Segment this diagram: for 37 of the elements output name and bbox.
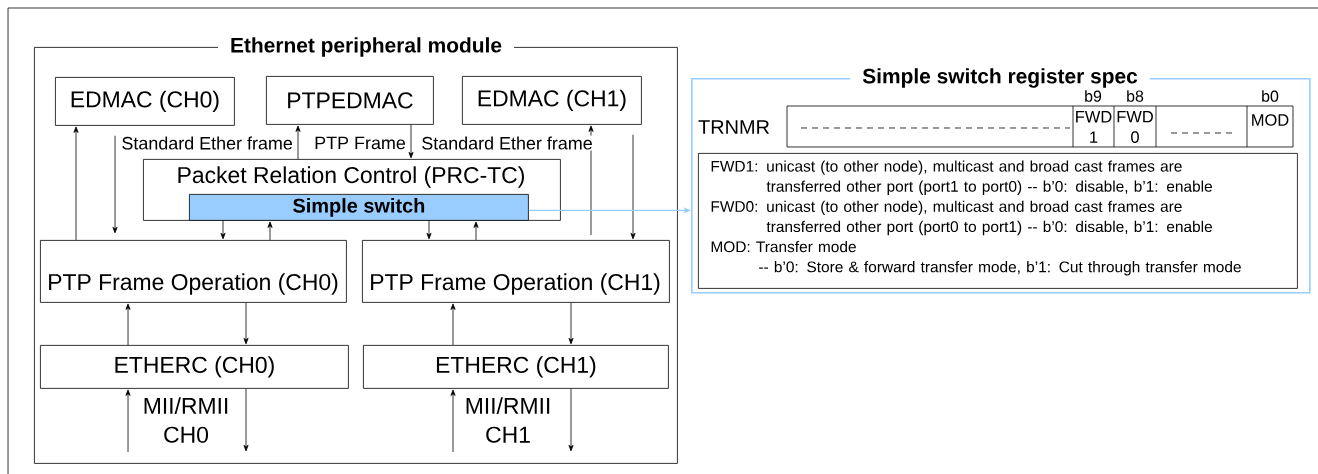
arrow (568, 302, 574, 345)
block-box: EDMAC (CH1) (462, 76, 642, 125)
block-box: PTP Frame Operation (CH0) (40, 240, 347, 303)
arrow (73, 126, 79, 241)
arrow (295, 125, 301, 160)
arrow (112, 135, 118, 234)
block-box: PTPEDMAC (266, 76, 434, 125)
block-box: ETHERC (CH1) (363, 345, 669, 389)
edge-label: PTP Frame (315, 136, 406, 150)
edge-label: Standard Ether frame (122, 136, 293, 150)
bit-label: b8 (1127, 90, 1144, 102)
edge-label: MII/RMII CH0 (144, 397, 228, 443)
block-box: ETHERC (CH0) (40, 345, 349, 389)
arrow (450, 389, 456, 453)
arrow (125, 389, 131, 453)
description-box: FWD1: unicast (to other node), multicast and broad cast frames are transferred other port (port1 to port0) -- b’0: disable, b’1: enable FWD0: unicast (to other node), multicast and broad cast frames are transferred other port (port0 to port1) -- b’0: disable, b’1: enable MOD: Transfer mode -- b’0: Store & forward transfer mode, b’1: Cut through transfer mode (698, 153, 1298, 289)
arrow (568, 388, 574, 452)
arrow (220, 220, 226, 240)
block-box: PTP Frame Operation (CH1) (362, 240, 670, 303)
arrow (450, 303, 456, 346)
arrow (408, 124, 414, 159)
arrow (473, 221, 479, 241)
register-cell-text: MOD (1252, 114, 1289, 126)
register-label: TRNMR (698, 120, 770, 134)
edge-label: MII/RMII CH1 (466, 397, 550, 443)
arrow (426, 220, 432, 240)
arrow (125, 303, 131, 346)
arrow (243, 302, 249, 345)
bit-label: b0 (1262, 90, 1279, 102)
arrow (630, 134, 636, 240)
arrow (588, 125, 594, 236)
arrow (243, 388, 249, 452)
edge-label: Standard Ether frame (422, 136, 592, 150)
arrow (267, 221, 273, 241)
switch-bar: Simple switch (189, 194, 529, 221)
block-box: EDMAC (CH0) (55, 77, 235, 126)
bit-label: b9 (1085, 90, 1102, 102)
